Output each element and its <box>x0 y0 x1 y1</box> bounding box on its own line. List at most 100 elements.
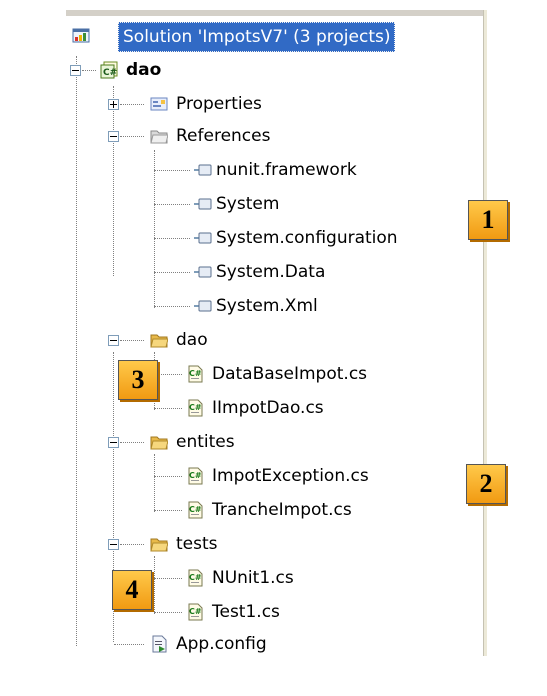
tree-line <box>154 170 190 171</box>
assembly-reference-icon <box>194 198 212 210</box>
callout-badge-4: 4 <box>112 570 152 610</box>
reference-item[interactable]: System <box>66 190 466 218</box>
panel-right-edge <box>483 10 487 656</box>
csharp-project-icon: C# <box>100 61 118 79</box>
references-label: References <box>176 126 271 146</box>
svg-text:C#: C# <box>189 403 202 412</box>
svg-text:C#: C# <box>189 573 202 582</box>
csharp-file-icon: C# <box>188 467 203 485</box>
tree-row-folder-dao[interactable]: dao <box>66 326 466 354</box>
tree-line <box>120 104 144 105</box>
file-label: DataBaseImpot.cs <box>212 364 368 384</box>
file-label: Test1.cs <box>212 602 280 622</box>
file-item[interactable]: C# TrancheImpot.cs <box>66 496 466 524</box>
assembly-reference-icon <box>194 164 212 176</box>
tree-line <box>154 556 155 614</box>
csharp-file-icon: C# <box>188 399 203 417</box>
tree-line <box>154 510 182 511</box>
callout-badge-2: 2 <box>466 464 506 504</box>
tree-line <box>120 136 144 137</box>
reference-item[interactable]: nunit.framework <box>66 156 466 184</box>
tree-row-properties[interactable]: Properties <box>66 90 466 118</box>
csharp-file-icon: C# <box>188 365 203 383</box>
tree-line <box>154 454 155 512</box>
collapse-toggle[interactable] <box>108 437 119 448</box>
folder-label: tests <box>176 534 218 554</box>
collapse-toggle[interactable] <box>70 65 81 76</box>
tree-line <box>114 644 144 645</box>
collapse-toggle[interactable] <box>108 335 119 346</box>
tree-line <box>154 150 155 308</box>
tree-line <box>76 56 77 646</box>
reference-item[interactable]: System.Xml <box>66 292 466 320</box>
panel-top-border <box>66 10 486 16</box>
tree-line <box>120 544 144 545</box>
tree-row-folder-tests[interactable]: tests <box>66 530 466 558</box>
svg-text:C#: C# <box>189 607 202 616</box>
tree-line <box>154 204 190 205</box>
callout-badge-1: 1 <box>468 200 508 240</box>
reference-label: System <box>216 194 280 214</box>
solution-icon <box>72 28 90 43</box>
csharp-file-icon: C# <box>188 501 203 519</box>
folder-open-icon <box>150 334 168 348</box>
expand-toggle[interactable] <box>108 99 119 110</box>
file-item[interactable]: C# Test1.cs <box>66 598 466 626</box>
file-label: ImpotException.cs <box>212 466 369 486</box>
assembly-reference-icon <box>194 232 212 244</box>
reference-item[interactable]: System.configuration <box>66 224 466 252</box>
svg-text:C#: C# <box>103 68 117 78</box>
collapse-toggle[interactable] <box>108 131 119 142</box>
properties-label: Properties <box>176 94 262 114</box>
tree-line <box>154 238 190 239</box>
project-label: dao <box>126 60 162 80</box>
file-item[interactable]: C# IImpotDao.cs <box>66 394 466 422</box>
tree-line <box>113 352 114 642</box>
csharp-file-icon: C# <box>188 569 203 587</box>
reference-label: System.Data <box>216 262 326 282</box>
svg-text:C#: C# <box>189 505 202 514</box>
svg-text:C#: C# <box>189 471 202 480</box>
file-item[interactable]: C# ImpotException.cs <box>66 462 466 490</box>
solution-explorer-tree: Solution 'ImpotsV7' (3 projects) C# dao … <box>66 10 487 658</box>
folder-open-icon <box>150 436 168 450</box>
file-label: NUnit1.cs <box>212 568 294 588</box>
reference-label: System.configuration <box>216 228 398 248</box>
file-item[interactable]: C# DataBaseImpot.cs <box>66 360 466 388</box>
tree-row-project[interactable]: C# dao <box>66 56 466 84</box>
csharp-file-icon: C# <box>188 603 203 621</box>
callout-badge-3: 3 <box>118 360 158 400</box>
tree-line <box>82 70 96 71</box>
assembly-reference-icon <box>194 300 212 312</box>
tree-line <box>120 340 144 341</box>
properties-icon <box>150 97 168 111</box>
config-file-icon <box>152 635 167 653</box>
tree-line <box>120 442 144 443</box>
tree-row-app-config[interactable]: App.config <box>66 630 466 658</box>
file-item[interactable]: C# NUnit1.cs <box>66 564 466 592</box>
tree-row-references[interactable]: References <box>66 122 466 150</box>
file-label: TrancheImpot.cs <box>212 500 352 520</box>
tree-line <box>154 306 190 307</box>
folder-label: dao <box>176 330 208 350</box>
app-config-label: App.config <box>176 634 267 654</box>
reference-item[interactable]: System.Data <box>66 258 466 286</box>
reference-label: System.Xml <box>216 296 318 316</box>
assembly-reference-icon <box>194 266 212 278</box>
file-label: IImpotDao.cs <box>212 398 324 418</box>
tree-line <box>154 374 182 375</box>
svg-text:C#: C# <box>189 369 202 378</box>
tree-line <box>154 578 182 579</box>
folder-open-icon <box>150 538 168 552</box>
solution-label[interactable]: Solution 'ImpotsV7' (3 projects) <box>118 22 396 52</box>
tree-line <box>154 272 190 273</box>
tree-line <box>113 86 114 276</box>
folder-label: entites <box>176 432 235 452</box>
reference-label: nunit.framework <box>216 160 357 180</box>
tree-line <box>154 408 182 409</box>
folder-open-icon <box>150 130 168 144</box>
tree-row-folder-entites[interactable]: entites <box>66 428 466 456</box>
tree-line <box>154 612 182 613</box>
collapse-toggle[interactable] <box>108 539 119 550</box>
tree-line <box>154 476 182 477</box>
